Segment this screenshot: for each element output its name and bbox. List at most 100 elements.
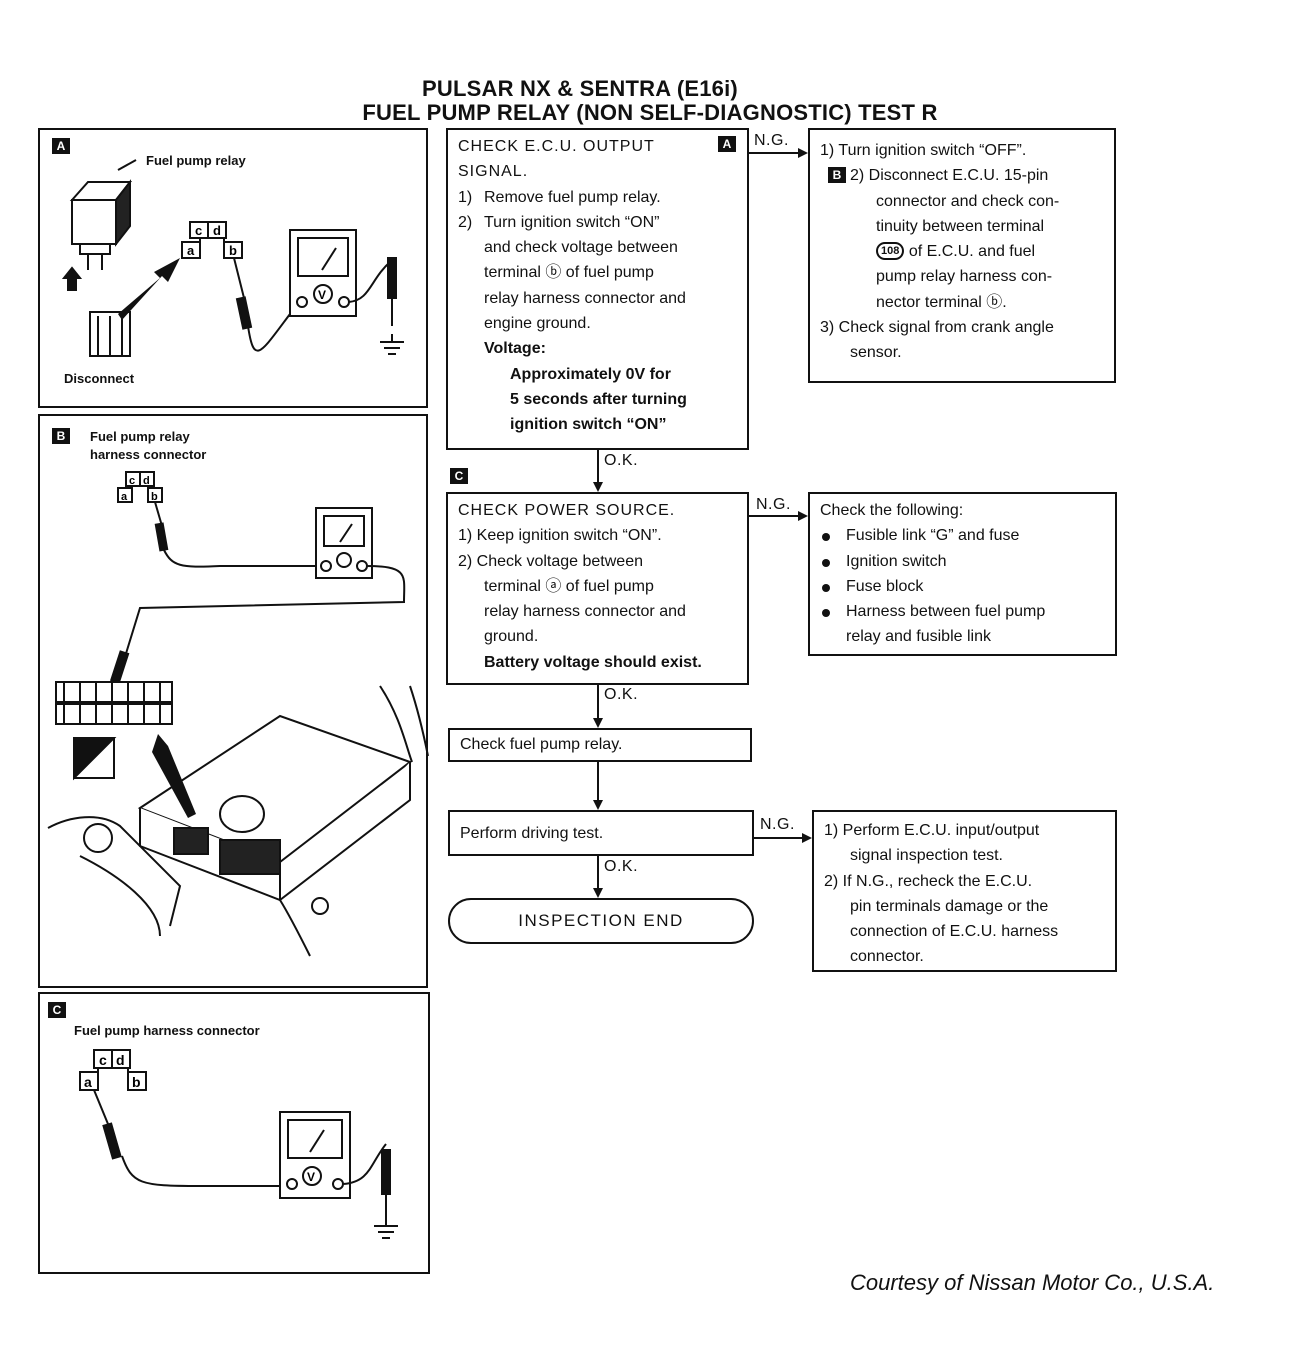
ng-drive-item2-line: connector. xyxy=(850,948,924,966)
step-c-item2-line: terminal ⓐ of fuel pump xyxy=(484,577,654,595)
bullet-icon xyxy=(822,533,830,542)
step-a-item2-line: and check voltage between xyxy=(484,239,678,257)
courtesy-credit: Courtesy of Nissan Motor Co., U.S.A. xyxy=(850,1270,1215,1295)
voltage-spec-line: Approximately 0V for xyxy=(510,365,671,383)
direction-arrow-icon xyxy=(118,258,180,320)
ng-label-c: N.G. xyxy=(756,496,791,513)
step-a-item2-line: engine ground. xyxy=(484,315,591,333)
fuel-pump-harness-label: Fuel pump harness connector xyxy=(74,1023,260,1038)
fuel-pump-relay-label: Fuel pump relay xyxy=(146,153,246,168)
check-item-text: Fuse block xyxy=(846,577,924,595)
panel-c-tag: C xyxy=(48,1002,66,1018)
svg-text:c: c xyxy=(99,1052,107,1068)
ng-a-item2-line: pump relay harness con- xyxy=(876,268,1053,286)
inspection-end-terminator: INSPECTION END xyxy=(448,898,754,944)
step-c-item2-line: 2) Check voltage between xyxy=(458,552,643,570)
pin-b: b xyxy=(229,243,237,258)
ng-a-item2-line: connector and check con- xyxy=(876,192,1060,210)
svg-text:c: c xyxy=(129,475,135,487)
ng-a-item2-line: tinuity between terminal xyxy=(876,217,1045,235)
ok-label-a: O.K. xyxy=(604,452,639,469)
panel-c-illustration: c d a b V xyxy=(79,1049,398,1239)
relay-icon xyxy=(69,159,137,270)
probe-wire-icon xyxy=(93,1089,280,1187)
svg-text:a: a xyxy=(121,491,128,503)
ok-label-c: O.K. xyxy=(604,686,639,703)
panel-a-illustration: c d a b V xyxy=(61,159,404,357)
panel-a-relay-removal: A Fuel pump relay Disconnect xyxy=(38,128,428,408)
harness-plug-icon xyxy=(173,795,281,875)
bullet-icon xyxy=(822,609,830,618)
voltage-label: Voltage: xyxy=(484,340,546,358)
ng-drive-actions: 1) Perform E.C.U. input/output signal in… xyxy=(812,810,1117,972)
step-c-result: Battery voltage should exist. xyxy=(484,653,702,671)
check-fuel-pump-relay-text: Check fuel pump relay. xyxy=(460,736,623,753)
svg-text:b: b xyxy=(151,491,158,503)
title-line-2: FUEL PUMP RELAY (NON SELF-DIAGNOSTIC) TE… xyxy=(362,100,938,125)
step-c-item2-line: ground. xyxy=(484,628,539,646)
step-a-tag: A xyxy=(718,136,736,152)
step-a-heading-2: SIGNAL. xyxy=(458,163,529,181)
probe-wire-icon xyxy=(233,257,291,352)
check-item-text: Fusible link “G” and fuse xyxy=(846,527,1020,545)
ng-a-item2-line: nector terminal ⓑ. xyxy=(876,293,1007,311)
voltmeter-icon xyxy=(315,507,373,579)
check-item: Harness between fuel pump xyxy=(820,599,1105,624)
perform-driving-test-text: Perform driving test. xyxy=(460,825,604,842)
inspection-end-text: INSPECTION END xyxy=(518,911,684,930)
voltmeter-icon xyxy=(279,1111,351,1199)
ground-lead-icon xyxy=(348,257,404,355)
bullet-icon xyxy=(822,583,830,592)
connector-pins-icon xyxy=(181,221,243,259)
pin-a: a xyxy=(187,243,195,258)
step-c-check-power-source: CHECK POWER SOURCE. 1) Keep ignition swi… xyxy=(446,492,749,685)
ng-drive-item1-line: signal inspection test. xyxy=(850,847,1003,865)
svg-text:d: d xyxy=(143,475,150,487)
bullet-icon xyxy=(822,558,830,567)
svg-text:V: V xyxy=(318,288,326,302)
step-c-item2-line: relay harness connector and xyxy=(484,603,686,621)
ng-c-heading: Check the following: xyxy=(820,502,964,519)
pointer-arrow-icon xyxy=(152,734,196,818)
ng-a-item2-tag: B xyxy=(828,167,846,184)
panel-b-harness-connector: B Fuel pump relay harness connector c d … xyxy=(38,414,429,988)
title-line-1: PULSAR NX & SENTRA (E16i) xyxy=(422,76,738,101)
step-c-item1: 1) Keep ignition switch “ON”. xyxy=(458,527,662,545)
ng-drive-item1-line: 1) Perform E.C.U. input/output xyxy=(824,822,1040,839)
pin-c: c xyxy=(195,223,202,238)
ecu-connector-block-icon xyxy=(55,681,173,725)
panel-b-tag: B xyxy=(52,428,70,444)
ng-label-drive: N.G. xyxy=(760,816,795,833)
ng-a-item2-line: 2) Disconnect E.C.U. 15-pin xyxy=(850,167,1049,185)
disconnect-symbol-icon xyxy=(73,737,117,781)
connector-pins-icon xyxy=(79,1049,147,1091)
ng-a-actions: 1) Turn ignition switch “OFF”. B 2) Disc… xyxy=(808,128,1116,383)
svg-text:d: d xyxy=(116,1052,125,1068)
relay-harness-label-1: Fuel pump relay xyxy=(90,429,190,444)
ng-drive-item2-line: connection of E.C.U. harness xyxy=(850,923,1059,941)
svg-text:a: a xyxy=(84,1074,92,1090)
voltage-spec-line: 5 seconds after turning xyxy=(510,390,687,408)
socket-icon xyxy=(61,266,131,357)
step-a-heading-1: CHECK E.C.U. OUTPUT xyxy=(458,138,655,155)
terminal-108-badge: 108 xyxy=(876,242,905,261)
step-a-item2-num: 2) xyxy=(458,213,473,231)
check-item-continued: relay and fusible link xyxy=(846,628,991,646)
ng-a-item3-line: sensor. xyxy=(850,344,902,362)
ng-label-a: N.G. xyxy=(754,132,789,149)
panel-a-tag: A xyxy=(52,138,70,154)
pin-d: d xyxy=(213,223,221,238)
ng-a-item1: 1) Turn ignition switch “OFF”. xyxy=(820,142,1027,159)
step-a-item1-num: 1) xyxy=(458,188,473,206)
check-item: Fuse block xyxy=(820,574,1105,599)
ng-c-check-list: Check the following: Fusible link “G” an… xyxy=(808,492,1117,656)
step-a-check-ecu-output: A CHECK E.C.U. OUTPUT SIGNAL. 1) Remove … xyxy=(446,128,749,450)
panel-b-illustration: c d a b xyxy=(47,471,429,957)
ng-a-item3-line: 3) Check signal from crank angle xyxy=(820,319,1054,337)
panel-c-fuel-pump-harness: C Fuel pump harness connector c d a b V xyxy=(38,992,430,1274)
step-c-tag: C xyxy=(450,468,468,484)
voltage-spec-line: ignition switch “ON” xyxy=(510,416,667,434)
ng-drive-item2-line: pin terminals damage or the xyxy=(850,897,1049,915)
step-a-item2-line: terminal ⓑ of fuel pump xyxy=(484,264,654,282)
step-a-item2-line: relay harness connector and xyxy=(484,289,686,307)
